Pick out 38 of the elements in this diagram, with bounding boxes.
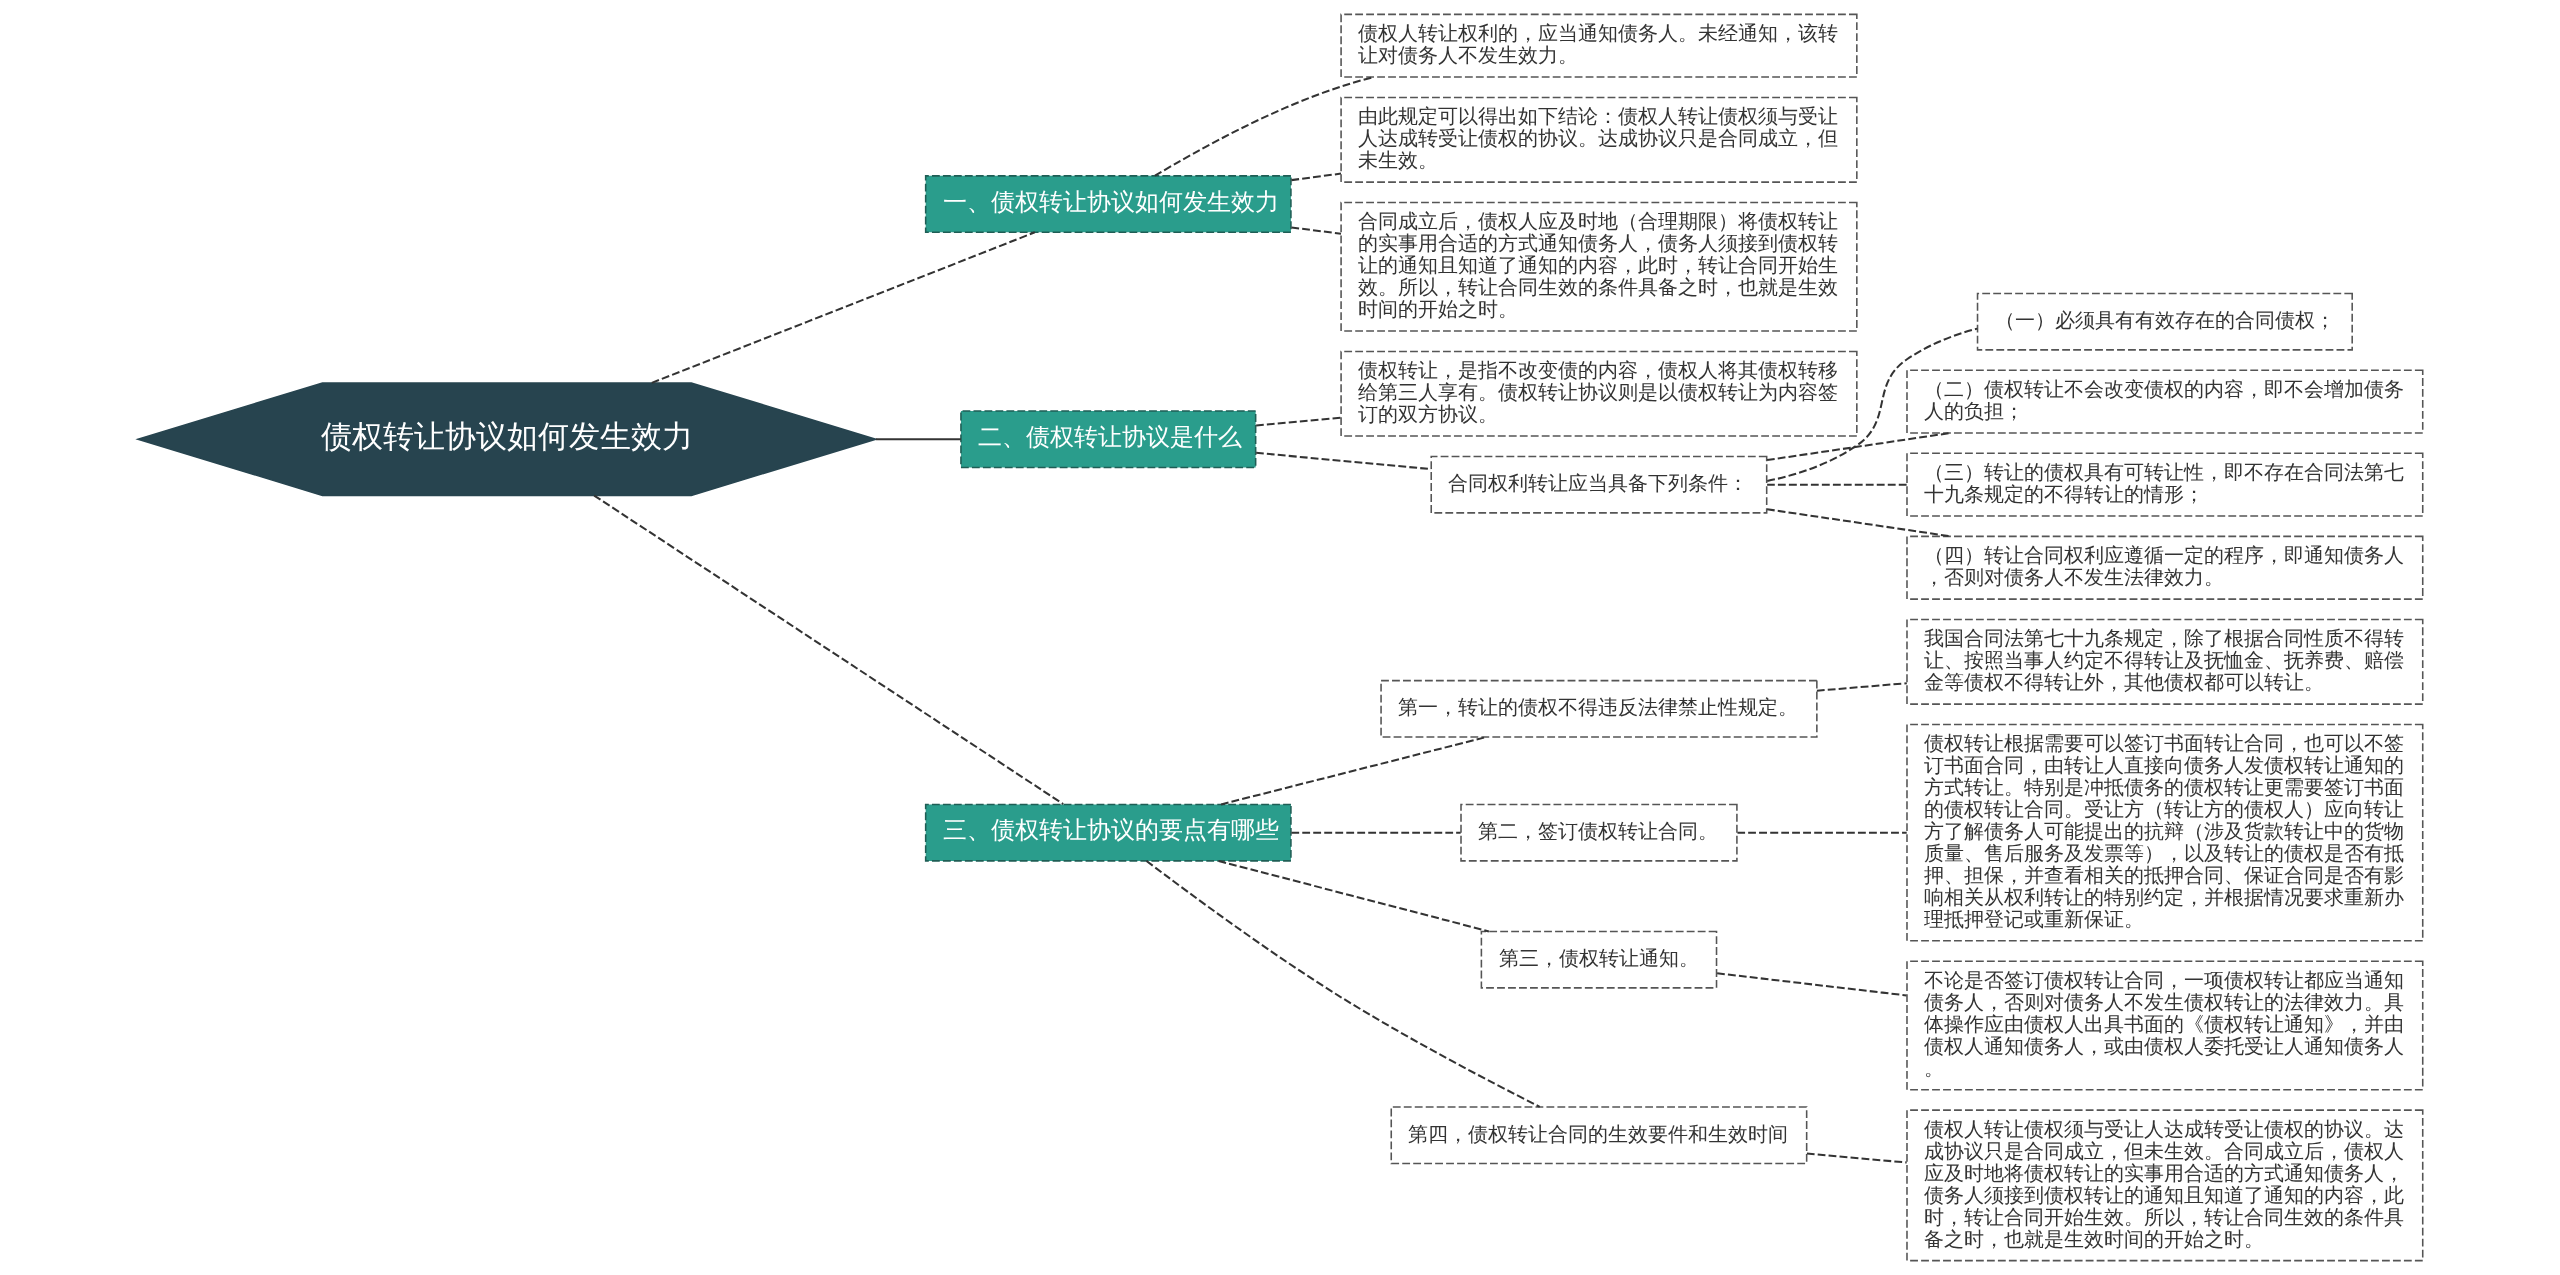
connector <box>1220 736 1486 806</box>
connector <box>1766 483 1907 486</box>
node-box: 第四，债权转让合同的生效要件和生效时间 <box>1389 1106 1807 1165</box>
connector <box>1290 172 1341 182</box>
node-box: 二、债权转让协议是什么 <box>959 410 1256 469</box>
node-box: 合同成立后，债权人应及时地（合理期限）将债权转让的实事用合适的方式通知债务人，债务人须接到债权转让的通知且知道了通知的内容，此时，转让合同开始生效。所以，转让合同生效的条件具备之时，也就是生效时间的开始之时。 <box>1339 201 1858 332</box>
connector <box>1290 226 1341 235</box>
connector <box>1736 831 1907 834</box>
node-box: （一）必须具有有效存在的合同债权； <box>1976 292 2353 351</box>
node-box: 合同权利转让应当具备下列条件： <box>1429 455 1767 514</box>
node-box: 一、债权转让协议如何发生效力 <box>924 175 1292 234</box>
connector <box>875 438 961 441</box>
connector <box>1816 682 1907 692</box>
connector <box>1255 451 1431 471</box>
connector <box>1806 1152 1907 1164</box>
connector <box>1290 831 1461 834</box>
node-box: 第三，债权转让通知。 <box>1480 930 1717 989</box>
node-box: 债权人转让债权须与受让人达成转受让债权的协议。达成协议只是合同成立，但未生效。合同成立后，债权人应及时地将债权转让的实事用合适的方式通知债务人，债务人须接到债权转让的通知且知道了通知的内容，此时，转让合同开始生效。所以，转让合同生效的条件具备之时，也就是生效时间的开始之时。 <box>1905 1109 2423 1262</box>
connector <box>593 494 1064 805</box>
connector <box>1145 860 1540 1108</box>
connector <box>1153 76 1373 177</box>
node-box: 第一，转让的债权不得违反法律禁止性规定。 <box>1379 679 1818 738</box>
node-box: 三、债权转让协议的要点有哪些 <box>924 803 1292 862</box>
connector <box>1766 327 1978 482</box>
connector <box>1217 860 1489 933</box>
node-box: （四）转让合同权利应遵循一定的程序，即通知债务人，否则对债务人不发生法律效力。 <box>1905 535 2423 600</box>
connector <box>650 231 1035 384</box>
node-box: 债权转让根据需要可以签订书面转让合同，也可以不签订书面合同，由转让人直接向债务人发债权转让通知的方式转让。特别是冲抵债务的债权转让更需要签订书面的债权转让合同。受让方（转让方的债权人）应向转让方了解债务人可能提出的抗辩（涉及货款转让中的货物质量、售后服务及发票等），以及转让的债权是否有抵押、担保，并查看相关的抵押合同、保证合同是否有影响相关从权利转让的特别约定，并根据情况要求重新办理抵押登记或重新保证。 <box>1905 723 2423 942</box>
node-box: （三）转让的债权具有可转让性，即不存在合同法第七十九条规定的不得转让的情形； <box>1905 452 2423 517</box>
node-box: 由此规定可以得出如下结论：债权人转让债权须与受让人达成转受让债权的协议。达成协议只是合同成立，但未生效。 <box>1339 96 1858 183</box>
node-box: 债权人转让权利的，应当通知债务人。未经通知，该转让对债务人不发生效力。 <box>1339 13 1858 78</box>
node-box: 我国合同法第七十九条规定，除了根据合同性质不得转让、按照当事人约定不得转让及抚恤金、抚养费、赔偿金等债权不得转让外，其他债权都可以转让。 <box>1905 618 2423 705</box>
node-box: 债权转让，是指不改变债的内容，债权人将其债权转移给第三人享有。债权转让协议则是以债权转让为内容签订的双方协议。 <box>1339 350 1858 437</box>
node-box: 不论是否签订债权转让合同，一项债权转让都应当通知债务人，否则对债务人不发生债权转让的法律效力。具体操作应由债权人出具书面的《债权转让通知》，并由债权人通知债务人，或由债权人委托受让人通知债务人。 <box>1905 960 2423 1091</box>
node-box: 第二，签订债权转让合同。 <box>1459 803 1738 862</box>
connector <box>1716 972 1907 997</box>
connector <box>1255 416 1341 427</box>
node-box: （二）债权转让不会改变债权的内容，即不会增加债务人的负担； <box>1905 369 2423 434</box>
